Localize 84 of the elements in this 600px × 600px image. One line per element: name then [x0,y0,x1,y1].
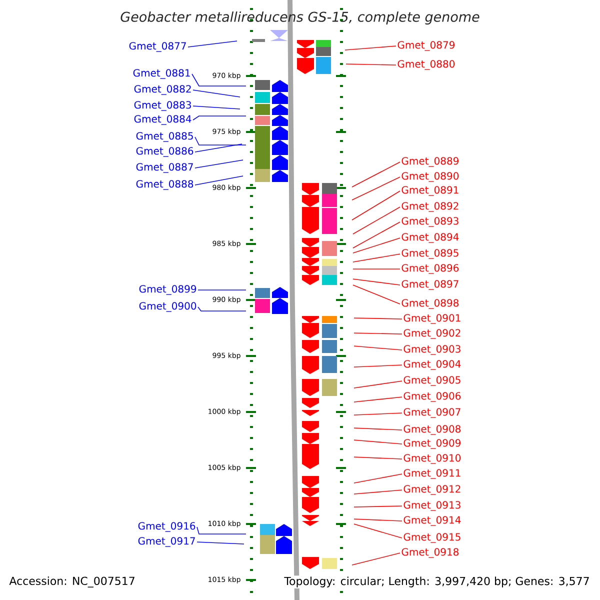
leader-line [352,552,400,566]
gene-label: Gmet_0895 [402,249,458,259]
gene-label: Gmet_0894 [402,233,459,243]
title: Geobacter metallireducens GS-15, complete genome [120,11,480,25]
leader-line [354,490,402,494]
leader-line [354,364,402,368]
leader-line [352,190,400,220]
leader-line [354,518,402,522]
gene-label: Gmet_0899 [139,285,196,295]
gene-label: Gmet_0884 [134,115,192,125]
leader-line [192,106,240,110]
gene-label: Gmet_0885 [136,132,193,142]
gene-label: Gmet_0881 [133,69,190,79]
leader-line [346,64,396,66]
leader-line [352,284,400,304]
gene-label: Gmet_0886 [136,147,194,157]
leader-line [352,206,400,234]
leader-line [352,176,400,200]
gene-label: Gmet_0908 [404,425,461,435]
leader-line [344,46,396,50]
gene-label: Gmet_0904 [404,360,461,370]
gene-label: Gmet_0910 [404,454,461,464]
gene-label: Gmet_0896 [402,264,459,274]
gene-label: Gmet_0905 [404,376,460,386]
leader-line [192,90,240,98]
gene-label: Gmet_0912 [404,485,460,495]
gene-label: Gmet_0909 [404,439,460,449]
leader-line [198,306,246,312]
gene-label: Gmet_0907 [404,408,460,418]
accession-text: Accession: NC_007517 [9,576,134,588]
gene-label: Gmet_0898 [402,299,459,309]
leader-line [352,278,400,286]
leader-line [352,222,400,248]
gene-label: Gmet_0893 [402,217,458,227]
gene-label: Gmet_0892 [402,202,458,212]
leader-line [194,160,244,168]
gene-label: Gmet_0891 [402,186,458,196]
gene-label: Gmet_0879 [398,41,454,51]
gene-label: Gmet_0897 [402,280,458,290]
gene-label: Gmet_0882 [134,85,191,95]
gene-label: Gmet_0887 [136,163,193,173]
leader-line [196,526,246,534]
gene-label: Gmet_0877 [129,42,186,52]
leader-line [354,332,402,334]
gene-label: Gmet_0916 [138,522,196,532]
gene-label: Gmet_0883 [134,101,191,111]
leader-line [354,456,402,460]
leader-line [194,136,246,146]
leader-line [354,440,402,444]
leader-line [354,412,402,416]
leader-line [354,428,402,430]
gene-label: Gmet_0903 [404,345,460,355]
gene-label: Gmet_0888 [136,180,194,190]
gene-label: Gmet_0890 [402,172,459,182]
leader-line [352,268,400,270]
leader-line [188,40,238,48]
gene-label: Gmet_0906 [404,392,461,402]
gene-label: Gmet_0918 [402,548,459,558]
leader-line [194,144,242,152]
gene-label: Gmet_0901 [404,314,460,324]
leader-line [352,162,400,188]
gene-label: Gmet_0914 [404,516,461,526]
leader-line [354,346,402,350]
genome-info-text: Topology: circular; Length: 3,997,420 bp; Genes: 3,577 [283,576,591,588]
leader-line [354,318,402,320]
leader-line [354,524,402,538]
gene-label: Gmet_0913 [404,501,460,511]
leader-line [192,74,246,86]
leader-line [354,396,402,402]
leader-line [194,176,244,186]
gene-label: Gmet_0902 [404,329,460,339]
gene-label: Gmet_0915 [404,533,460,543]
gene-label: Gmet_0900 [139,302,196,312]
leader-line [354,380,402,388]
gene-label: Gmet_0911 [404,469,460,479]
leader-line [352,238,400,254]
gene-label: Gmet_0889 [402,157,458,167]
gene-label: Gmet_0917 [138,537,195,547]
leader-line [352,254,400,262]
leader-line [354,474,402,484]
leader-line [354,506,402,508]
leader-line [192,116,246,120]
leader-line [196,542,244,544]
gene-label: Gmet_0880 [398,60,455,70]
